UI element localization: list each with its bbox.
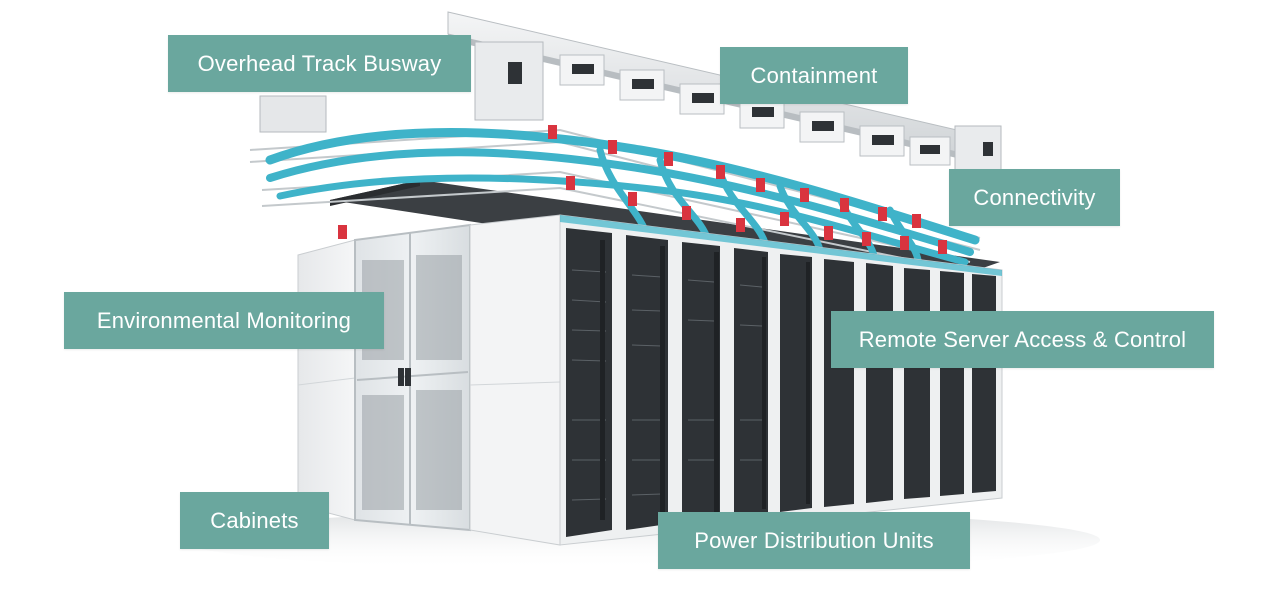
containment-door [354,223,471,532]
label-remote-server-access: Remote Server Access & Control [831,311,1214,368]
network-cables [265,128,980,266]
label-power-distribution-units: Power Distribution Units [658,512,970,569]
cabinet-side-panel [469,214,561,546]
server-cabinets [559,214,1003,546]
label-containment: Containment [720,47,908,104]
label-connectivity: Connectivity [949,169,1120,226]
label-cabinets: Cabinets [180,492,329,549]
power-connectors [338,125,947,254]
end-cabinet [297,239,356,521]
label-overhead-track-busway: Overhead Track Busway [168,35,471,92]
label-environmental-monitoring: Environmental Monitoring [64,292,384,349]
